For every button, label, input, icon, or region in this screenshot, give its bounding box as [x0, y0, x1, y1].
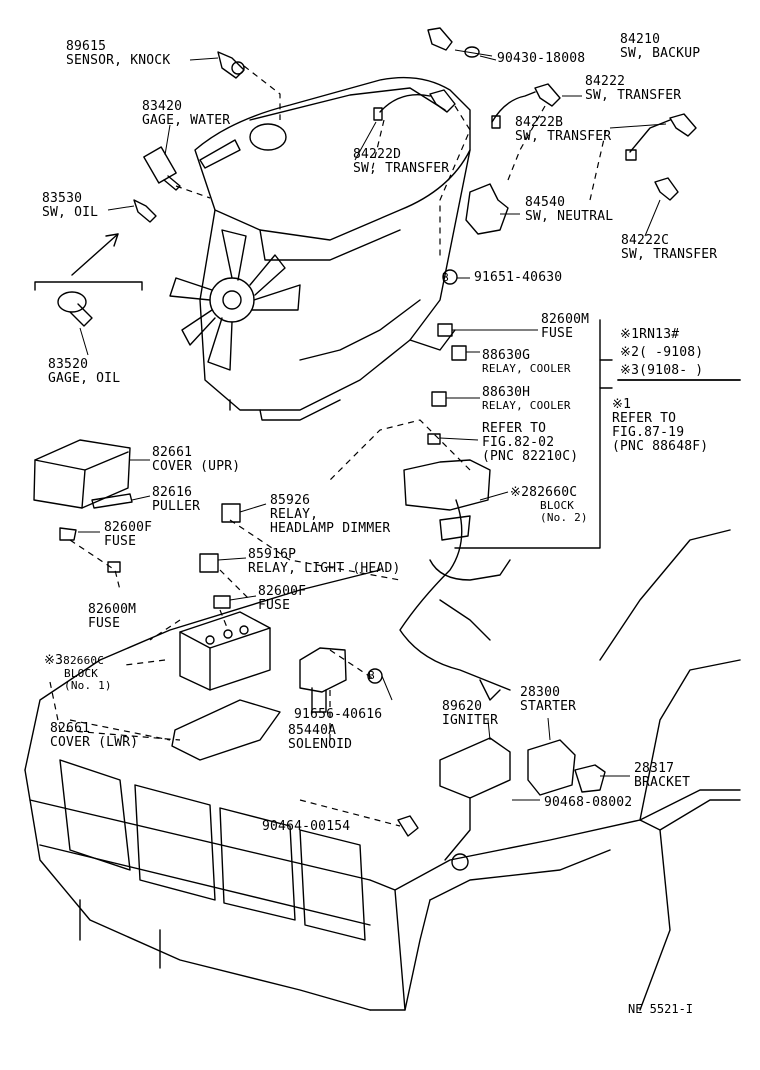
- note-1: ※1RN13#: [620, 327, 680, 342]
- starter-icon: [527, 739, 576, 796]
- clip-90464-icon: [397, 815, 419, 837]
- bolt-symbol-2: B: [368, 669, 375, 682]
- water-gage-icon: [143, 146, 181, 191]
- knock-sensor-icon: [217, 51, 245, 79]
- bolt-symbol-1: B: [442, 271, 449, 284]
- bolt-symbols: [367, 269, 458, 684]
- solenoid-icon: [299, 647, 347, 713]
- label-90430: 90430-18008: [497, 51, 586, 66]
- label-90468: 90468-08002: [544, 795, 633, 810]
- wire-harness: [399, 499, 511, 701]
- label-90464: 90464-00154: [262, 819, 351, 834]
- bracket-icon: [574, 764, 606, 793]
- figure-code: NE 5521-I: [628, 1002, 694, 1016]
- neutral-switch-icon: [465, 183, 509, 235]
- refer-87-19: ※1 REFER TO FIG.87-19 (PNC 88648F): [612, 397, 709, 454]
- fuse-block-no1-icon: [179, 611, 271, 691]
- label-91651: 91651-40630: [474, 270, 563, 285]
- note-2: ※2( -9108): [620, 345, 704, 360]
- note-bracket-lines: [454, 319, 741, 549]
- engine-illustration: [169, 76, 471, 421]
- oil-switch-icon: [133, 199, 157, 223]
- vehicle-body-illustration: [24, 529, 741, 1011]
- note-3: ※3(9108- ): [620, 363, 704, 378]
- cover-upr-icon: [33, 439, 131, 509]
- oil-gage-icon: [57, 291, 93, 327]
- puller-icon: [91, 493, 133, 509]
- label-91656: 91656-40616: [294, 707, 383, 722]
- relay-and-fuse-icons: [59, 323, 491, 609]
- label-82660C-no2: ※282660C BLOCK (No. 2): [510, 485, 588, 524]
- arrow-pointer: [34, 233, 143, 291]
- cover-lwr-icon: [171, 699, 281, 761]
- label-82660C-no1: ※382660C BLOCK (No. 1): [44, 653, 112, 692]
- transfer-switch-icons: [373, 83, 697, 201]
